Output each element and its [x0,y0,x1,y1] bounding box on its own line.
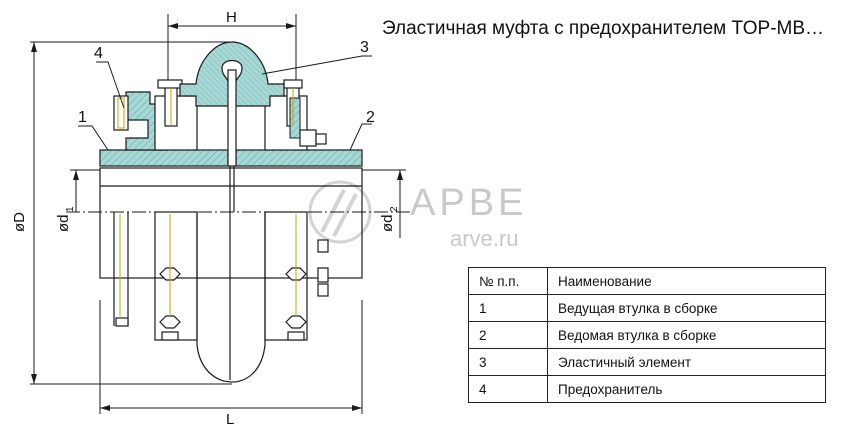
table-cell-number: 2 [468,321,548,349]
dim-d1-label: ød [55,214,72,232]
table-cell-name: Ведомая втулка в сборке [547,321,826,349]
watermark-brand: АРВЕ [410,182,527,224]
right-flange-upper [264,79,327,151]
table-cell-number: 4 [468,375,548,403]
elastic-element-section [179,41,285,167]
table-cell-name: Эластичный элемент [547,348,826,376]
shaft-band [99,149,363,167]
callout-2: 2 [366,109,375,126]
parts-table: № п.п. Наименование 1 Ведущая втулка в с… [468,267,826,403]
table-header-number: № п.п. [468,267,548,295]
table-header-row: № п.п. Наименование [468,267,826,295]
table-cell-name: Предохранитель [547,375,826,403]
table-row: 2 Ведомая втулка в сборке [468,321,826,349]
dim-h-label: H [226,9,237,26]
lower-bolts [119,214,297,318]
table-header-name: Наименование [547,267,826,295]
table-row: 1 Ведущая втулка в сборке [468,294,826,322]
watermark: АРВЕ arve.ru [308,180,527,251]
left-flange-upper [154,79,198,151]
callout-3: 3 [360,39,369,56]
callout-1: 1 [78,109,87,126]
drawing-title: Эластичная муфта с предохранителем TOP-M… [382,18,825,39]
watermark-site: arve.ru [450,226,518,251]
table-row: 4 Предохранитель [468,375,826,403]
callout-leaders [78,55,372,151]
dim-d-label: øD [11,212,28,232]
dim-d1-subscript: 1 [65,206,76,212]
table-cell-name: Ведущая втулка в сборке [547,294,826,322]
dim-d2-subscript: 2 [389,206,400,212]
lower-nuts [115,267,307,341]
table-cell-number: 3 [468,348,548,376]
table-cell-number: 1 [468,294,548,322]
table-row: 3 Эластичный элемент [468,348,826,376]
dim-l-label: L [226,411,234,428]
right-screws [317,239,329,297]
dimension-lines [30,14,406,414]
dim-d2-label: ød [379,214,396,232]
dimension-arrows [31,23,403,411]
callout-4: 4 [94,45,103,62]
